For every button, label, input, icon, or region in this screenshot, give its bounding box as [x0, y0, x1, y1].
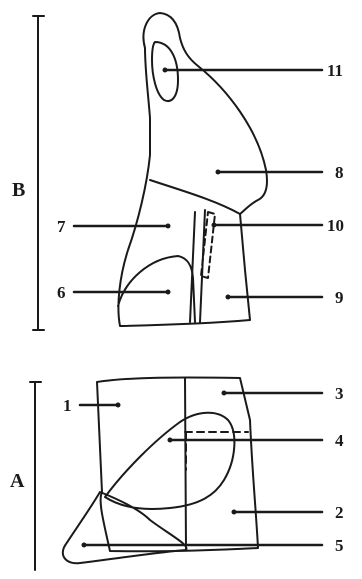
callout-label-6: 6 [57, 283, 66, 302]
callout-label-2: 2 [335, 503, 344, 522]
figure-a-dashed [185, 432, 248, 470]
group-label-a: A [10, 470, 25, 492]
figure-b [118, 13, 267, 326]
callout-label-10: 10 [327, 216, 344, 235]
callout-label-8: 8 [335, 163, 344, 182]
figure-a-box [97, 377, 258, 551]
callout-label-3: 3 [335, 384, 344, 403]
figure-b-strip [190, 210, 205, 322]
group-label-b: B [12, 179, 25, 201]
figure-a-divider [185, 378, 186, 550]
figure-a-part-5 [63, 492, 187, 563]
figure-b-part-6 [118, 256, 195, 322]
callout-label-11: 11 [327, 61, 343, 80]
figure-a-part-4 [105, 413, 234, 509]
callout-label-5: 5 [335, 536, 344, 555]
callout-label-1: 1 [63, 396, 72, 415]
leader-lines [74, 70, 322, 545]
figure-b-divider [150, 180, 240, 214]
callout-label-4: 4 [335, 431, 344, 450]
bracket-a [30, 382, 41, 570]
bracket-b [33, 16, 44, 330]
leader-dots [82, 68, 237, 548]
callout-label-9: 9 [335, 288, 344, 307]
callout-label-7: 7 [57, 217, 66, 236]
